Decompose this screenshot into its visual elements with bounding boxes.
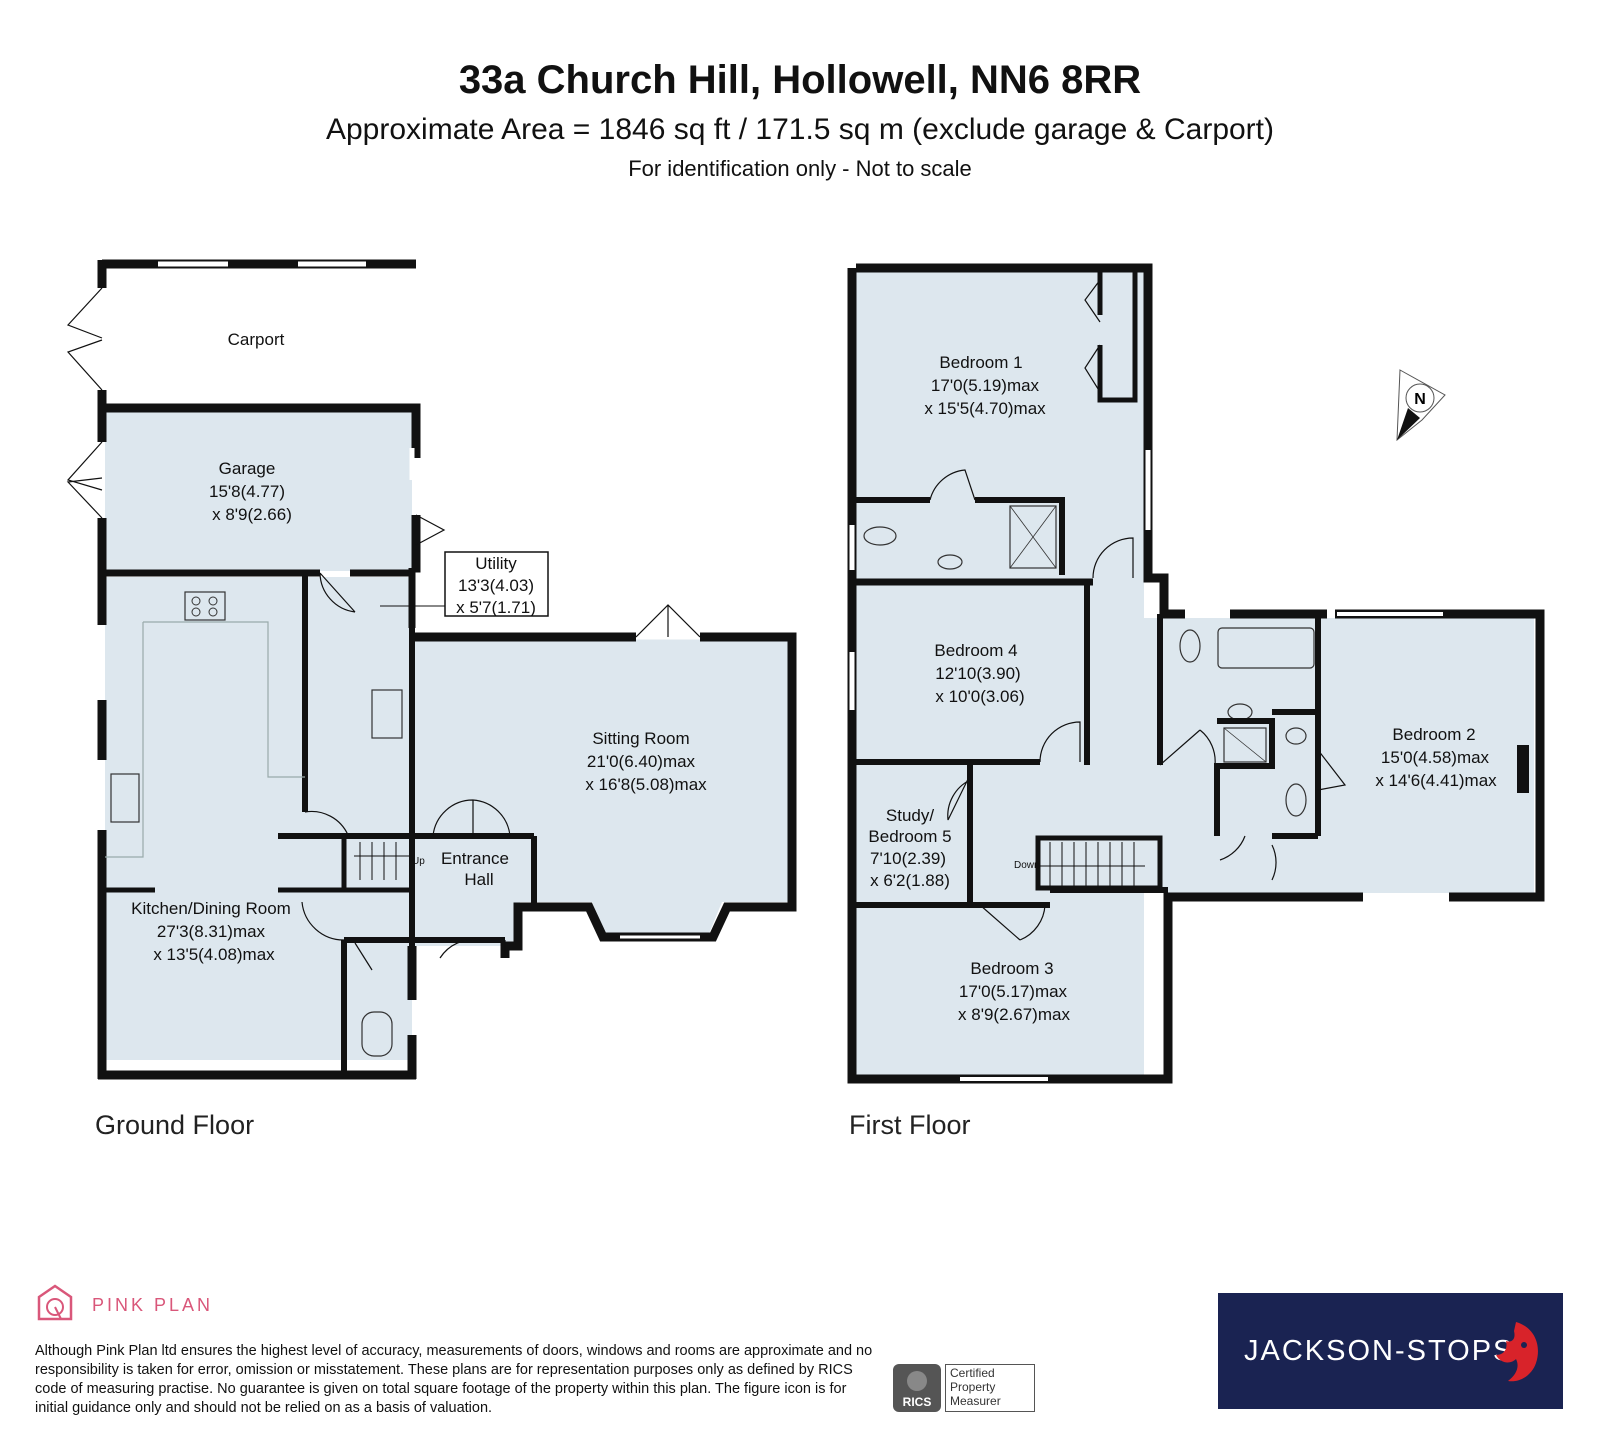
ground-floor-plan — [66, 259, 797, 1080]
jackson-stops-logo: JACKSON-STOPS — [1218, 1293, 1563, 1409]
rics-mark-label: RICS — [902, 1395, 932, 1409]
compass-north-label: N — [1414, 391, 1426, 408]
pink-plan-brand: PINK PLAN — [92, 1295, 214, 1315]
shower-icon — [1009, 505, 1057, 569]
rics-logo-icon: RICS — [893, 1364, 941, 1412]
rics-line-3: Measurer — [950, 1394, 1001, 1408]
approximate-area: Approximate Area = 1846 sq ft / 171.5 sq… — [325, 113, 1275, 146]
rics-certified-text: Certified Property Measurer — [945, 1364, 1035, 1412]
kitchen-sink-icon — [110, 773, 140, 823]
study-label-2: Bedroom 5 — [868, 827, 951, 846]
wc-toilet-icon — [361, 1011, 393, 1057]
ground-stairs-up-label: Up — [412, 856, 425, 867]
first-floor-plan — [847, 263, 1545, 1084]
hob-icon — [184, 591, 226, 621]
carport-label: Carport — [228, 330, 285, 349]
first-floor-right-area — [1144, 618, 1534, 893]
bedroom4-dim2: x 10'0(3.06) — [935, 687, 1024, 706]
garage-dim2: x 8'9(2.66) — [212, 505, 292, 524]
bedroom2-dim2: x 14'6(4.41)max — [1375, 771, 1497, 790]
kitchen-label: Kitchen/Dining Room — [131, 899, 291, 918]
bedroom2-label: Bedroom 2 — [1392, 725, 1475, 744]
ground-stairs — [354, 842, 412, 880]
identification-note: For identification only - Not to scale — [628, 156, 972, 181]
entrance-hall-label-1: Entrance — [441, 849, 509, 868]
study-label-1: Study/ — [886, 806, 934, 825]
ground-floor-label: Ground Floor — [95, 1110, 255, 1140]
sitting-room-label: Sitting Room — [592, 729, 689, 748]
sitting-room-dim2: x 16'8(5.08)max — [585, 775, 707, 794]
bedroom3-label: Bedroom 3 — [970, 959, 1053, 978]
study-dim1: 7'10(2.39) — [870, 849, 946, 868]
first-stairs-down-label: Down — [1014, 860, 1040, 871]
utility-label: Utility — [475, 554, 517, 573]
bedroom3-dim1: 17'0(5.17)max — [959, 982, 1068, 1001]
first-floor-label: First Floor — [849, 1110, 971, 1140]
fox-emblem-icon — [1496, 1322, 1538, 1382]
utility-dim1: 13'3(4.03) — [458, 576, 534, 595]
kitchen-utility-area — [105, 577, 412, 1060]
utility-sink-icon — [371, 689, 403, 739]
rics-line-1: Certified — [950, 1366, 995, 1380]
bedroom2-dim1: 15'0(4.58)max — [1381, 748, 1490, 767]
plan-title: 33a Church Hill, Hollowell, NN6 8RR — [458, 58, 1142, 102]
bedroom1-label: Bedroom 1 — [939, 353, 1022, 372]
utility-label-box — [444, 551, 549, 617]
entrance-hall-label-2: Hall — [464, 870, 493, 889]
study-dim2: x 6'2(1.88) — [870, 871, 950, 890]
bedroom1-dim2: x 15'5(4.70)max — [924, 399, 1046, 418]
disclaimer-text: Although Pink Plan ltd ensures the highe… — [35, 1343, 873, 1416]
agent-name: JACKSON-STOPS — [1244, 1335, 1515, 1367]
compass-icon — [1396, 369, 1446, 442]
bedroom4-dim1: 12'10(3.90) — [935, 664, 1020, 683]
sitting-room-dim1: 21'0(6.40)max — [587, 752, 696, 771]
first-floor-left-area — [856, 272, 1144, 1077]
utility-dim2: x 5'7(1.71) — [456, 598, 536, 617]
kitchen-dim2: x 13'5(4.08)max — [153, 945, 275, 964]
rics-line-2: Property — [950, 1380, 996, 1394]
bedroom4-label: Bedroom 4 — [934, 641, 1017, 660]
first-floor-stairs — [1035, 835, 1163, 891]
bedroom3-dim2: x 8'9(2.67)max — [958, 1005, 1070, 1024]
garage-area — [105, 412, 412, 571]
pink-plan-logo-icon — [37, 1284, 73, 1321]
kitchen-dim1: 27'3(8.31)max — [157, 922, 266, 941]
rics-badge: RICS Certified Property Measurer — [893, 1364, 1035, 1412]
garage-label: Garage — [219, 459, 276, 478]
shower-2-icon — [1223, 727, 1267, 763]
bath-icon — [1217, 627, 1315, 669]
sitting-hall-area — [412, 637, 792, 946]
garage-dim1: 15'8(4.77) — [209, 482, 285, 501]
room-labels: Carport Garage 15'8(4.77) x 8'9(2.66) Ut… — [131, 330, 1497, 1024]
bedroom1-dim1: 17'0(5.19)max — [931, 376, 1040, 395]
